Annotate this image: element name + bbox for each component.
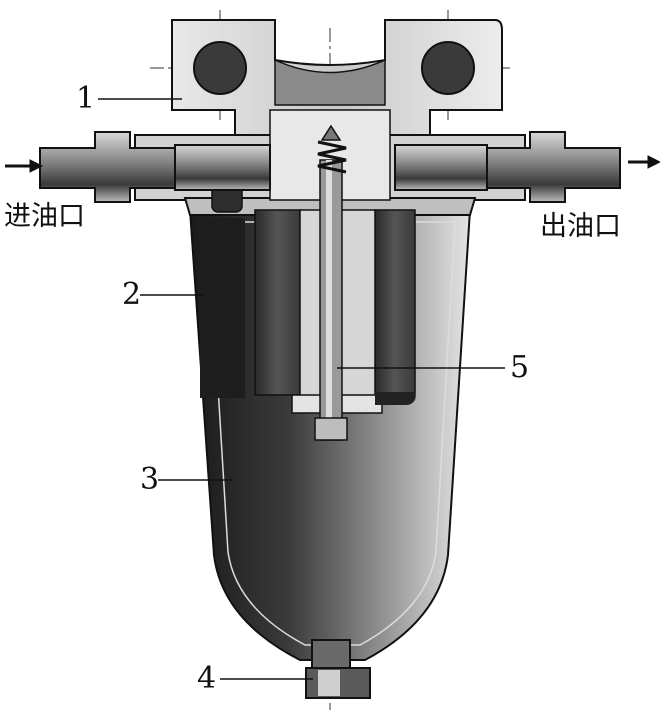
outlet-arrow (628, 155, 660, 169)
drain-plug (305, 639, 371, 699)
part-5-label: 5 (510, 350, 530, 385)
inlet-label: 进油口 (4, 201, 85, 232)
spring (317, 140, 347, 174)
part-3-label: 3 (140, 462, 160, 497)
inlet-arrow (5, 159, 44, 173)
part-2-label: 2 (122, 277, 142, 312)
filter-element (200, 209, 416, 414)
leader-lines (98, 98, 505, 680)
outlet-pipe (394, 131, 621, 203)
inlet-pipe (39, 131, 271, 203)
part-1-label: 1 (76, 81, 96, 116)
center-rod (314, 124, 348, 441)
part-4-label: 4 (197, 661, 217, 696)
outlet-label: 出油口 (540, 211, 621, 242)
